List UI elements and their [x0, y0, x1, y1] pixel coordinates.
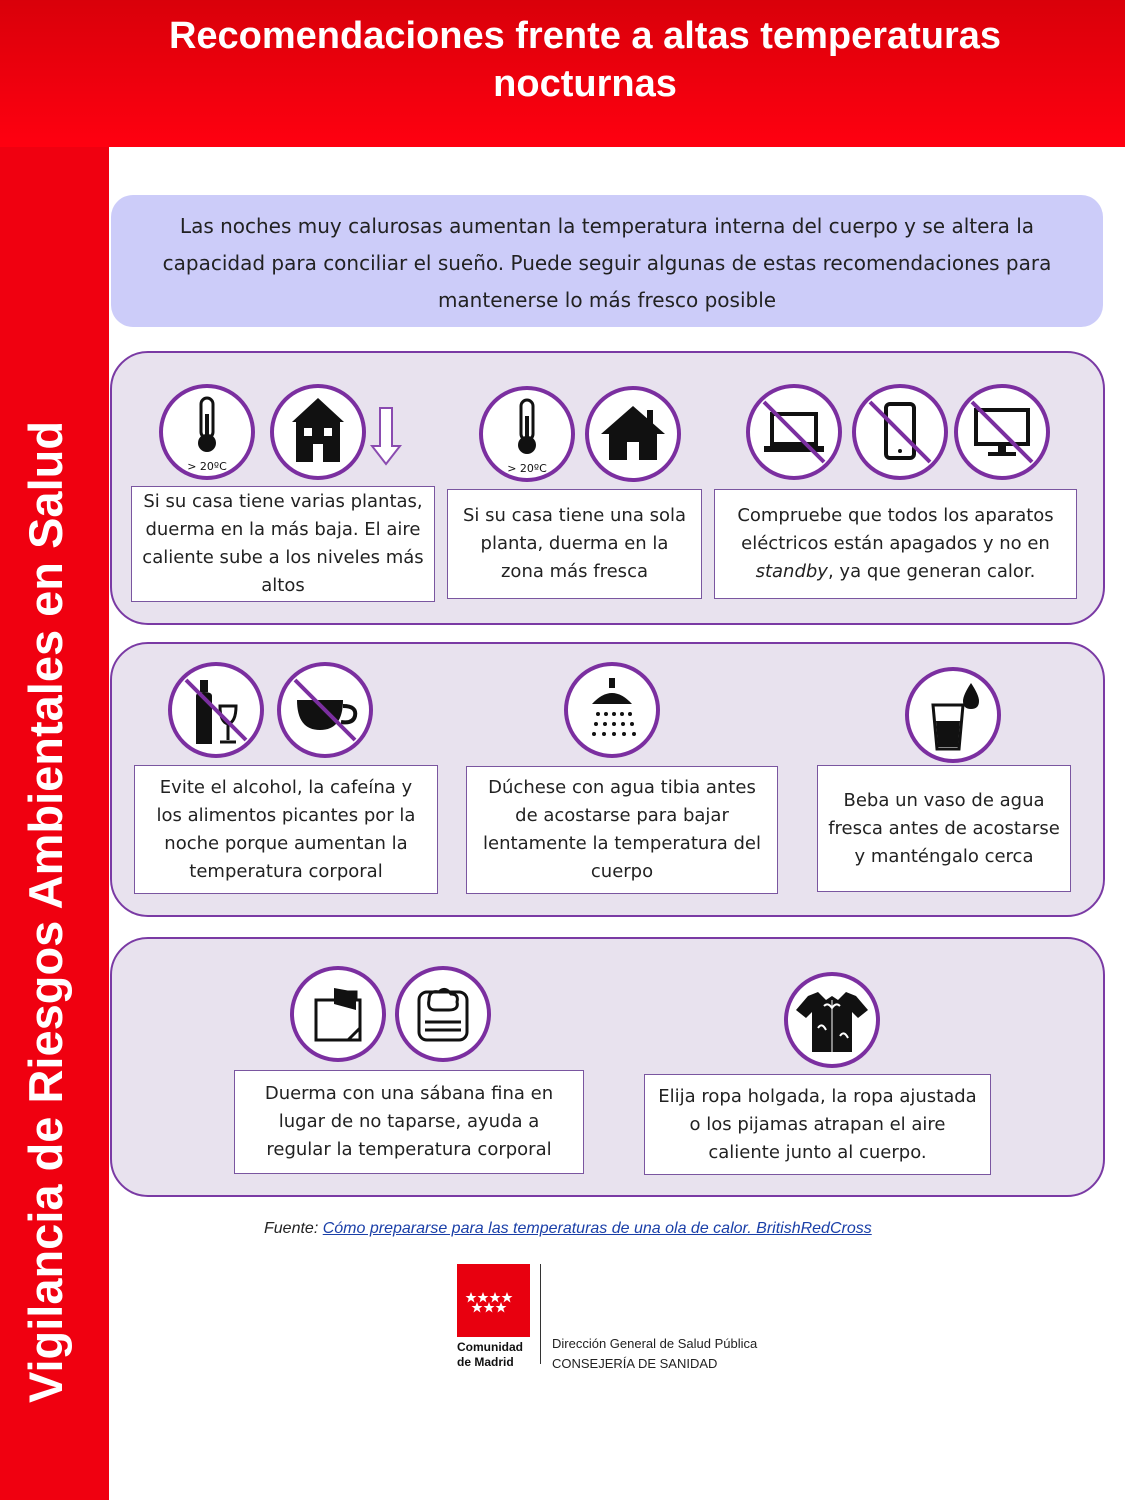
comunidad-madrid-logo	[457, 1264, 530, 1337]
temp-label-2: > 20ºC	[507, 462, 547, 475]
card-appliances: Compruebe que todos los aparatos eléctri…	[714, 489, 1077, 599]
no-alcohol-icon	[168, 662, 264, 758]
card-thin-sheet: Duerma con una sábana fina en lugar de n…	[234, 1070, 584, 1174]
folded-blanket-icon	[395, 966, 491, 1062]
department-name: Dirección General de Salud Pública CONSE…	[552, 1336, 758, 1371]
shower-icon	[564, 662, 660, 758]
card-loose-clothing: Elija ropa holgada, la ropa ajustada o l…	[644, 1074, 991, 1175]
page-title: Recomendaciones frente a altas temperatu…	[168, 15, 1002, 105]
no-coffee-icon	[277, 662, 373, 758]
logo-divider	[540, 1264, 541, 1364]
source-link[interactable]: Cómo prepararse para las temperaturas de…	[322, 1220, 872, 1237]
no-monitor-icon	[954, 384, 1050, 480]
source-citation: Fuente: Cómo prepararse para las tempera…	[264, 1220, 872, 1238]
no-laptop-icon	[746, 384, 842, 480]
no-phone-icon	[852, 384, 948, 480]
down-arrow-icon	[370, 407, 402, 466]
card-appliances-text: Compruebe que todos los aparatos eléctri…	[737, 505, 1054, 582]
sidebar-banner: Vigilancia de Riesgos Ambientales en Sal…	[0, 147, 109, 1500]
intro-text: Las noches muy calurosas aumentan la tem…	[111, 195, 1103, 327]
thermometer-icon-2: > 20ºC	[479, 386, 575, 482]
loose-shirt-icon	[784, 972, 880, 1068]
sidebar-vertical-title: Vigilancia de Riesgos Ambientales en Sal…	[19, 420, 72, 1404]
card-water: Beba un vaso de agua fresca antes de aco…	[817, 765, 1071, 892]
standby-word: standby	[755, 561, 828, 582]
house-icon	[585, 386, 681, 482]
header-banner: Recomendaciones frente a altas temperatu…	[0, 0, 1125, 147]
card-single-storey: Si su casa tiene una sola planta, duerma…	[447, 489, 702, 599]
source-label: Fuente:	[264, 1220, 319, 1237]
water-glass-icon	[905, 667, 1001, 763]
card-avoid-alcohol: Evite el alcohol, la cafeína y los alime…	[134, 765, 438, 894]
sheet-icon	[290, 966, 386, 1062]
temp-label: > 20ºC	[187, 460, 227, 473]
thermometer-icon: > 20ºC	[159, 384, 255, 480]
logo-wordmark: Comunidad de Madrid	[457, 1340, 523, 1369]
stars-icon	[465, 1292, 513, 1313]
card-multi-storey: Si su casa tiene varias plantas, duerma …	[131, 486, 435, 602]
house-tall-icon	[270, 384, 366, 480]
card-shower: Dúchese con agua tibia antes de acostars…	[466, 766, 778, 894]
